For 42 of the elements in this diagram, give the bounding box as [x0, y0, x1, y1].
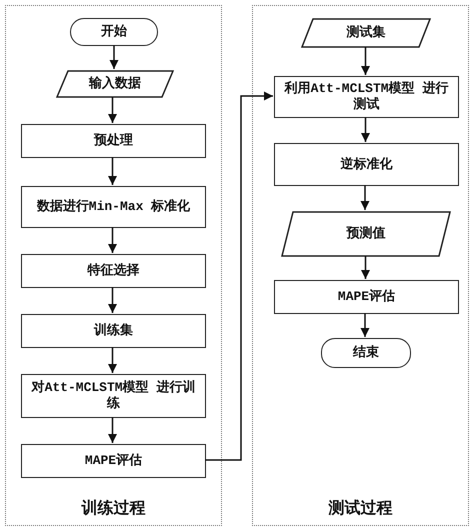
process-box	[274, 143, 459, 186]
node-label: 测试集	[346, 25, 386, 41]
node-label: 利用Att-MCLSTM模型 进行测试	[283, 81, 450, 113]
node-label: 训练集	[92, 323, 134, 339]
process-box	[21, 186, 206, 228]
panel-title: 训练过程	[80, 498, 146, 519]
process-box	[21, 254, 206, 288]
arrow	[360, 185, 370, 210]
arrow	[108, 227, 117, 253]
arrow	[110, 45, 118, 69]
node-label: 预测值	[345, 226, 386, 242]
node-label: 逆标准化	[340, 156, 394, 172]
node-label: 开始	[100, 24, 128, 40]
process-box	[274, 280, 459, 314]
process-panel	[252, 5, 469, 526]
node-label: MAPE评估	[84, 453, 144, 469]
arrow	[108, 157, 117, 185]
node-label: 数据进行Min-Max 标准化	[36, 199, 192, 215]
arrow	[360, 313, 370, 337]
node-label: 特征选择	[86, 263, 140, 279]
arrow	[361, 47, 370, 75]
arrow	[108, 97, 117, 123]
arrow	[108, 417, 117, 443]
arrow	[205, 92, 273, 461]
node-label: MAPE评估	[336, 289, 396, 305]
process-panel	[5, 5, 222, 526]
process-box	[21, 444, 206, 478]
node-label: 预处理	[92, 133, 134, 149]
terminal-box	[70, 18, 158, 46]
node-label: 结束	[352, 345, 380, 361]
arrow	[361, 117, 370, 142]
node-label: 对Att-MCLSTM模型 进行训练	[30, 380, 196, 412]
node-label: 输入数据	[88, 76, 142, 92]
process-box	[21, 374, 206, 418]
process-box	[21, 124, 206, 158]
process-box	[21, 314, 206, 348]
arrow	[108, 347, 117, 373]
panel-title: 测试过程	[328, 498, 394, 519]
process-box	[274, 76, 459, 118]
arrow	[361, 256, 370, 279]
terminal-box	[321, 338, 411, 368]
arrow	[108, 287, 117, 313]
